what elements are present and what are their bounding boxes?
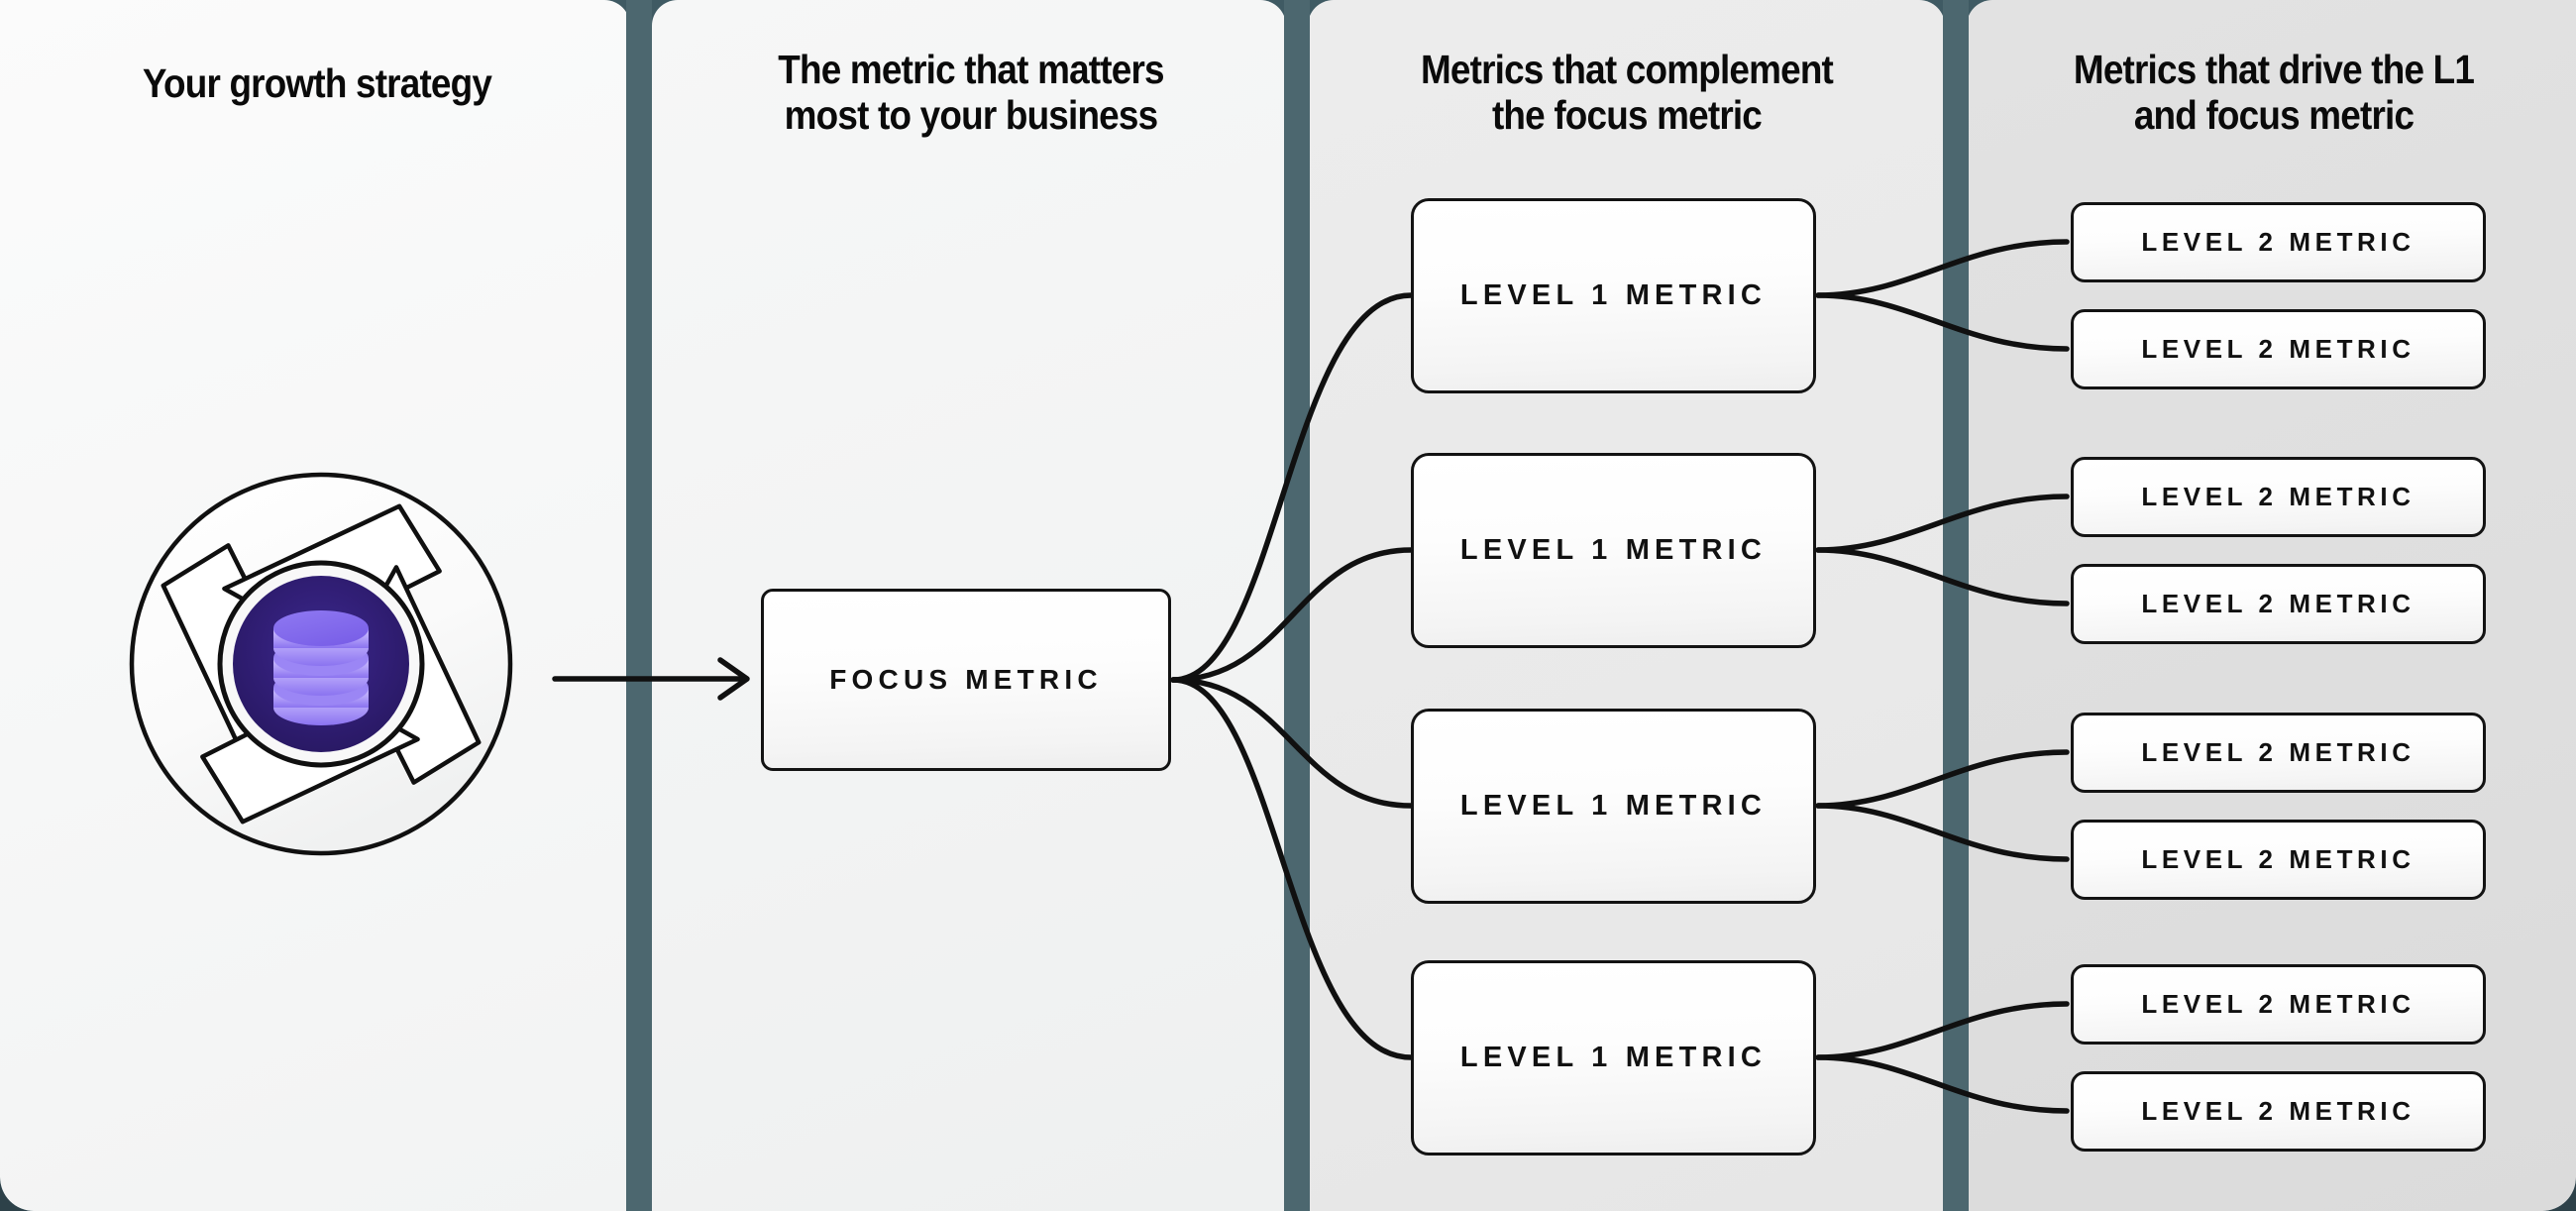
column-divider-1 <box>626 0 652 1211</box>
column-header-level-1-metrics: Metrics that complement the focus metric <box>1420 47 1834 138</box>
node-level-2-metric-3[interactable]: LEVEL 2 METRIC <box>2071 457 2486 537</box>
column-header-growth-strategy: Your growth strategy <box>142 60 492 106</box>
node-level-2-metric-8[interactable]: LEVEL 2 METRIC <box>2071 1071 2486 1152</box>
column-divider-3 <box>1943 0 1969 1211</box>
column-divider-2 <box>1284 0 1310 1211</box>
column-header-focus-metric: The metric that matters most to your bus… <box>778 47 1164 138</box>
node-level-1-metric-2[interactable]: LEVEL 1 METRIC <box>1411 453 1816 648</box>
node-level-1-metric-1[interactable]: LEVEL 1 METRIC <box>1411 198 1816 393</box>
node-level-1-metric-4[interactable]: LEVEL 1 METRIC <box>1411 960 1816 1156</box>
node-level-2-metric-2[interactable]: LEVEL 2 METRIC <box>2071 309 2486 389</box>
column-header-level-2-metrics: Metrics that drive the L1 and focus metr… <box>2073 47 2475 138</box>
node-focus-metric[interactable]: FOCUS METRIC <box>761 589 1171 771</box>
database-icon <box>273 610 369 725</box>
node-level-2-metric-6[interactable]: LEVEL 2 METRIC <box>2071 820 2486 900</box>
aperture-database-illustration <box>129 472 513 856</box>
node-level-2-metric-5[interactable]: LEVEL 2 METRIC <box>2071 713 2486 793</box>
node-level-2-metric-4[interactable]: LEVEL 2 METRIC <box>2071 564 2486 644</box>
node-level-2-metric-7[interactable]: LEVEL 2 METRIC <box>2071 964 2486 1045</box>
node-level-1-metric-3[interactable]: LEVEL 1 METRIC <box>1411 709 1816 904</box>
node-level-2-metric-1[interactable]: LEVEL 2 METRIC <box>2071 202 2486 282</box>
